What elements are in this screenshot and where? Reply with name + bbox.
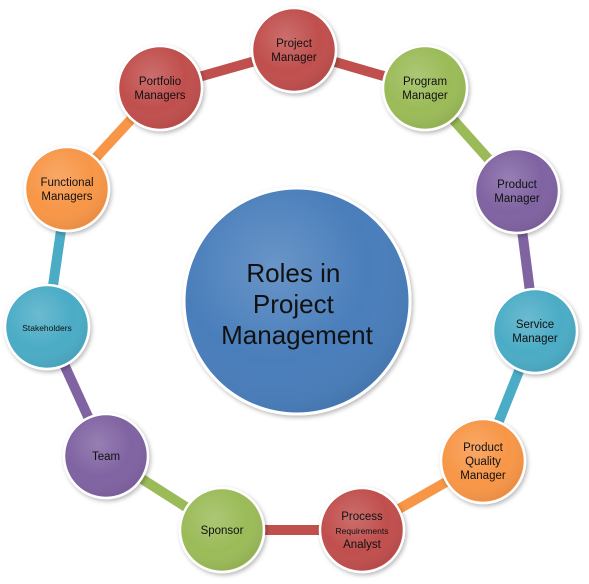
center-node: Roles in Project Management <box>182 186 412 416</box>
role-label-line: Program <box>403 76 447 88</box>
role-circle-shine <box>385 48 465 128</box>
role-label-line: Managers <box>41 191 92 203</box>
role-label: Stakeholders <box>22 323 72 333</box>
role-circle-shine <box>254 10 334 90</box>
role-label-line: Project <box>276 38 313 50</box>
role-label-line: Portfolio <box>139 76 181 88</box>
role-label-line: Functional <box>40 177 93 189</box>
role-label-line: Manager <box>271 52 317 64</box>
center-circle-shine <box>186 190 408 412</box>
role-label-line: Product <box>497 179 537 191</box>
center-title-line-2: Project <box>253 289 335 319</box>
role-circle-shine <box>7 287 87 367</box>
role-circle-shine <box>322 490 402 570</box>
role-node-sponsor: Sponsor <box>178 486 266 574</box>
role-label-line: Sponsor <box>201 525 244 537</box>
role-label-line: Team <box>92 451 120 463</box>
role-label-line: Stakeholders <box>22 323 72 333</box>
role-node-stakeholders: Stakeholders <box>3 283 91 371</box>
role-label: Team <box>92 451 120 463</box>
role-label-line: Service <box>516 319 554 331</box>
role-node-team: Team <box>62 412 150 500</box>
role-label-line: Quality <box>465 456 501 468</box>
role-label: Sponsor <box>201 525 244 537</box>
role-label-line: Analyst <box>343 539 382 551</box>
role-circle-shine <box>443 421 523 501</box>
role-label-line: Manager <box>494 193 540 205</box>
role-label-line: Product <box>463 442 503 454</box>
role-circle-shine <box>120 48 200 128</box>
role-circle-shine <box>182 490 262 570</box>
role-circle-shine <box>27 149 107 229</box>
role-circle-shine <box>66 416 146 496</box>
center-title-line-3: Management <box>221 320 374 350</box>
role-circle-shine <box>477 151 557 231</box>
role-label-line: Process <box>341 511 383 523</box>
role-label-line: Manager <box>402 90 448 102</box>
role-label-line: Manager <box>460 470 506 482</box>
center-title-line-1: Roles in <box>246 258 340 288</box>
center-title: Roles in Project Management <box>221 258 374 350</box>
role-circle-shine <box>495 291 575 371</box>
role-label-line: Requirements <box>336 526 389 536</box>
role-label-line: Manager <box>512 333 558 345</box>
role-label-line: Managers <box>134 90 185 102</box>
